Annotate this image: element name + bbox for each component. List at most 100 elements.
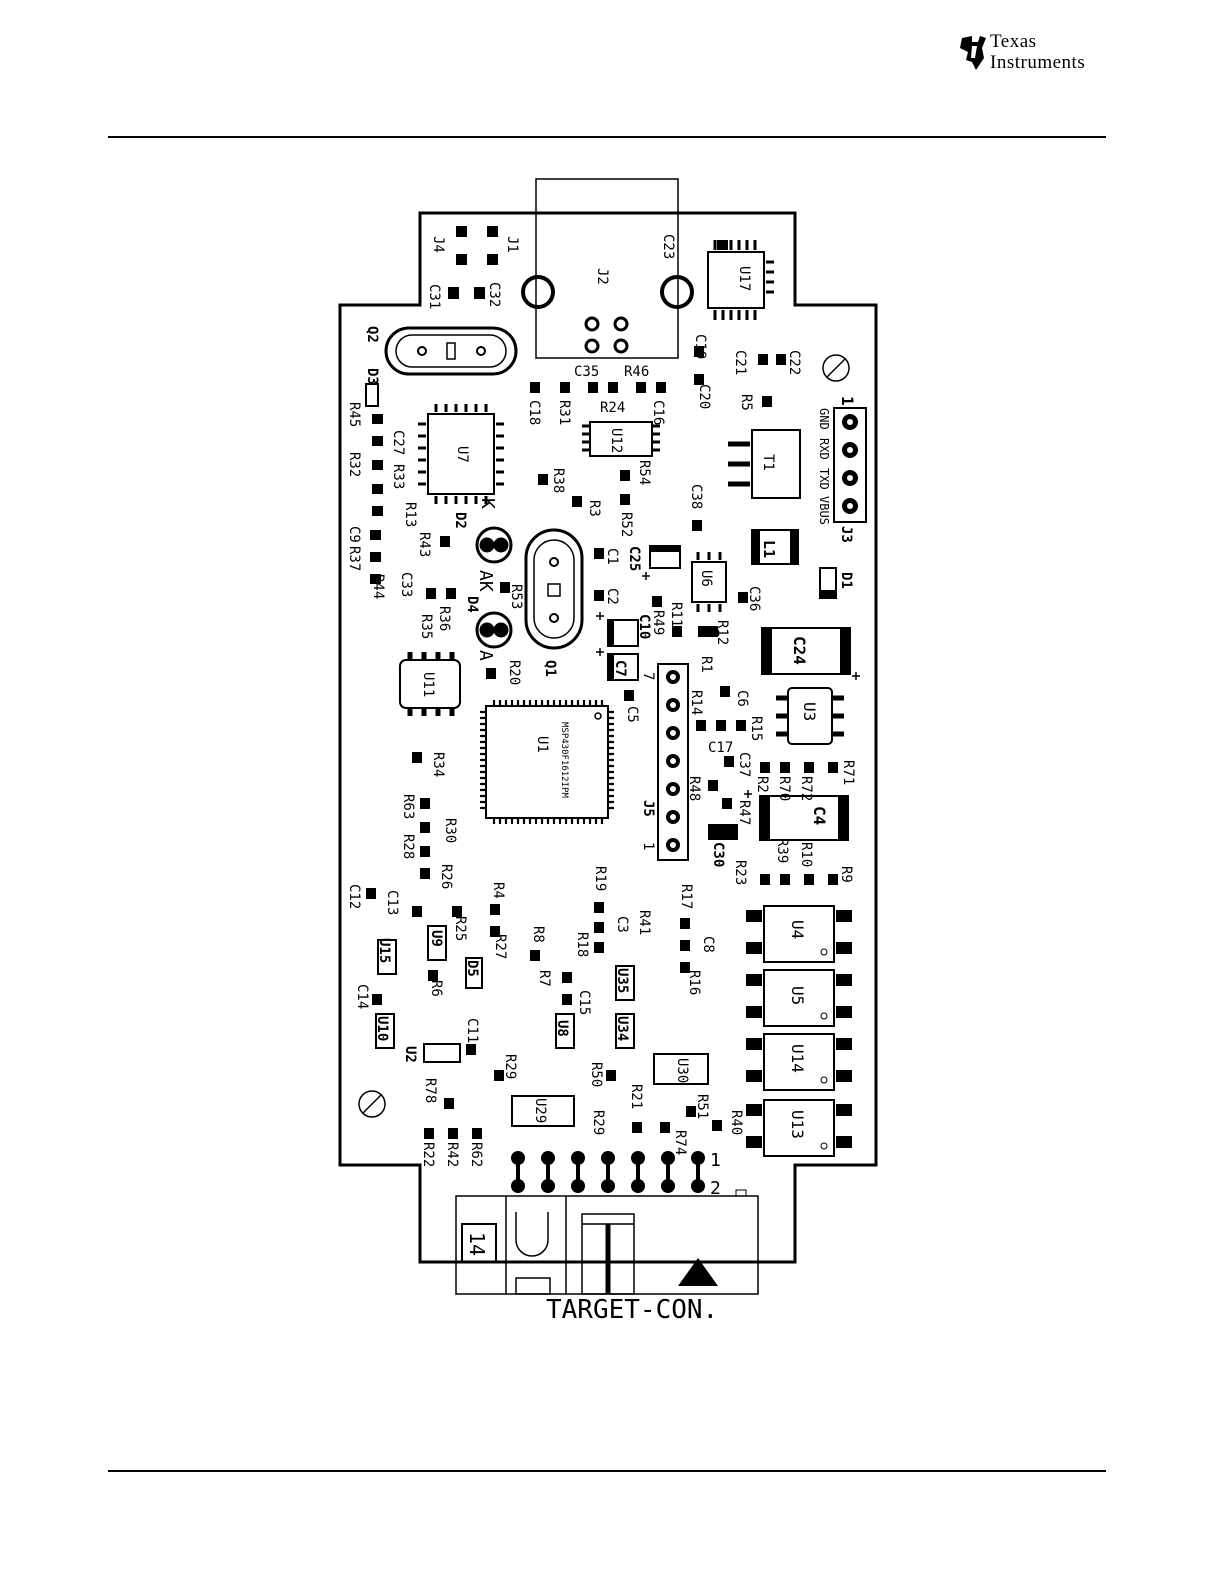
label: C4 [810, 806, 829, 825]
label: R7 [536, 970, 552, 987]
label: C8 [700, 936, 716, 953]
usb-mount-hole-left [521, 275, 555, 309]
label: U4 [788, 920, 807, 939]
label: R32 [346, 452, 362, 477]
label: U29 [532, 1098, 548, 1123]
label: R42 [444, 1142, 460, 1167]
u35-sot [615, 965, 635, 1001]
logo-line2: Instruments [990, 52, 1086, 73]
q2-crystal-inner [395, 334, 507, 368]
label: R29 [502, 1054, 518, 1079]
usb-mount-hole-right [660, 275, 694, 309]
label: R16 [686, 970, 702, 995]
label: C38 [688, 484, 704, 509]
label: C9 [346, 526, 362, 543]
label: R47 [736, 800, 752, 825]
label: C1 [604, 548, 620, 565]
u10-sot [375, 1013, 395, 1049]
label: U35 [614, 968, 630, 993]
label: R72 [798, 776, 814, 801]
uart-pin-vbus: VBUS [817, 496, 831, 525]
label: A [475, 650, 496, 661]
label: R70 [776, 776, 792, 801]
uart-pin-gnd: GND [817, 408, 831, 430]
polarity-marks [596, 572, 860, 798]
label: R52 [618, 512, 634, 537]
u13-optocoupler [746, 1099, 852, 1157]
label: C10 [636, 614, 652, 639]
label: U10 [374, 1016, 390, 1041]
connector-pin1-label: 1 [710, 1150, 721, 1171]
j3-pin1-label: 1 [838, 396, 857, 406]
u12-package [589, 421, 653, 457]
label: R8 [530, 926, 546, 943]
label: U13 [788, 1110, 807, 1139]
usb-pin [613, 316, 629, 332]
label: R41 [636, 910, 652, 935]
label: C6 [734, 690, 750, 707]
label: C30 [710, 842, 726, 867]
label: R45 [346, 402, 362, 427]
board-outline [338, 211, 878, 1264]
label: C5 [624, 706, 640, 723]
label: C17 [708, 740, 733, 756]
label: R14 [688, 690, 704, 715]
connector-pin2-label: 2 [710, 1178, 721, 1199]
label: R2 [754, 776, 770, 793]
u2-sot [423, 1043, 461, 1063]
q2-crystal [384, 326, 518, 376]
label: U3 [800, 702, 819, 721]
u7-package [427, 413, 495, 495]
label: C15 [576, 990, 592, 1015]
label: C22 [786, 350, 802, 375]
label: R63 [400, 794, 416, 819]
u1-pin-rows [480, 700, 614, 824]
label: U30 [674, 1058, 690, 1083]
label: R21 [628, 1084, 644, 1109]
label: U12 [608, 428, 624, 453]
u30-package [653, 1053, 709, 1085]
j5-pin7-label: 7 [640, 672, 656, 680]
label: C14 [354, 984, 370, 1009]
usb-connector-outline [535, 178, 679, 359]
d2-led [475, 526, 513, 564]
j5-pin1-label: 1 [640, 842, 656, 850]
label: D5 [464, 960, 480, 977]
c4-cap [759, 795, 849, 841]
d4-led [475, 611, 513, 649]
mcu-marking: MSP430F1612IPM [559, 722, 569, 798]
q1-crystal [524, 528, 584, 650]
label: D1 [838, 572, 854, 589]
label: R54 [636, 460, 652, 485]
c30-cap [708, 824, 738, 840]
label: U34 [614, 1016, 630, 1041]
label: U15 [376, 938, 392, 963]
label: C36 [746, 586, 762, 611]
u6-package [691, 561, 727, 603]
logo-line1: Texas [990, 31, 1037, 52]
d5-diode [465, 957, 483, 989]
label: C23 [660, 234, 676, 259]
ti-logo-text: Texas Instruments [990, 32, 1085, 72]
uart-pin-txd: TXD [817, 468, 831, 490]
label: R37 [346, 546, 362, 571]
uart-pin-rxd: RXD [817, 438, 831, 460]
pad [456, 226, 467, 237]
label: J4 [430, 236, 446, 253]
label: R3 [586, 500, 602, 517]
label: R12 [714, 620, 730, 645]
label: R62 [468, 1142, 484, 1167]
label: R18 [574, 932, 590, 957]
u14-optocoupler [746, 1033, 852, 1091]
connector-pin-count: 14 [465, 1232, 489, 1256]
label: R10 [798, 842, 814, 867]
label: K [477, 498, 498, 509]
j5-label: J5 [640, 800, 656, 817]
usb-pin [584, 338, 600, 354]
mount-hole-bottom-left [358, 1090, 386, 1118]
label: R27 [492, 934, 508, 959]
label: C7 [612, 660, 628, 677]
header-rule [108, 136, 1106, 138]
label: R29 [590, 1110, 606, 1135]
